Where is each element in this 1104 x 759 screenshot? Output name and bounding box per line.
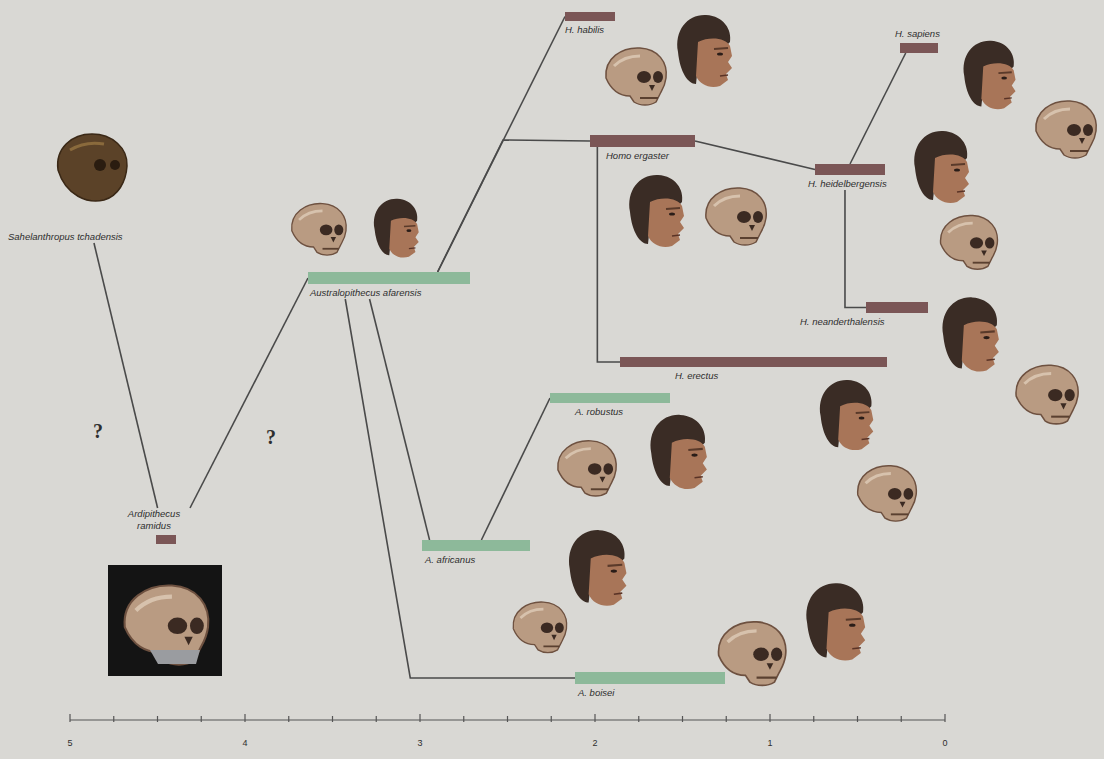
species-bar: Ardipithecus ramidus (118, 508, 190, 544)
time-range-bar (900, 43, 938, 53)
time-range-bar (565, 12, 615, 21)
axis-number: 1 (767, 738, 772, 748)
axis-number: 0 (942, 738, 947, 748)
species-name: A. robustus (575, 406, 670, 418)
species-bar: A. boisei (575, 672, 725, 699)
skulls-and-heads (292, 15, 1097, 685)
time-range-bar (308, 272, 470, 284)
species-bar: H. neanderthalensis (800, 302, 928, 328)
sahelanthropus-skull (58, 134, 127, 201)
axis-number: 5 (67, 738, 72, 748)
axis-number: 2 (592, 738, 597, 748)
species-bar: Sahelanthropus tchadensis (8, 231, 123, 243)
time-axis (70, 714, 945, 722)
species-bar: H. sapiens (895, 28, 940, 53)
species-bar: H. habilis (565, 12, 615, 36)
lineage-line (481, 398, 550, 540)
lineage-line (370, 299, 430, 540)
lineage-line (597, 147, 620, 362)
species-name: Ardipithecus ramidus (118, 508, 190, 532)
time-range-bar (156, 535, 176, 544)
species-name: A. boisei (578, 687, 725, 699)
time-range-bar (590, 135, 695, 147)
time-range-bar (550, 393, 670, 403)
lineage-line (695, 141, 815, 170)
lineage-line (345, 299, 575, 678)
species-bar: Australopithecus afarensis (308, 272, 470, 299)
lineage-line (438, 140, 590, 272)
lineage-line (845, 190, 866, 308)
time-range-bar (620, 357, 887, 367)
species-name: H. erectus (675, 370, 887, 382)
species-bar: A. africanus (422, 540, 530, 566)
question-mark: ? (93, 420, 103, 443)
species-name: Sahelanthropus tchadensis (8, 231, 123, 243)
species-name: A. africanus (425, 554, 530, 566)
axis-number: 3 (417, 738, 422, 748)
time-range-bar (866, 302, 928, 313)
species-name: H. neanderthalensis (800, 316, 928, 328)
time-range-bar (575, 672, 725, 684)
time-range-bar (422, 540, 530, 551)
species-name: Australopithecus afarensis (310, 287, 470, 299)
species-bar: H. erectus (620, 357, 887, 382)
ardipithecus-photo (108, 565, 222, 676)
species-bar: Homo ergaster (590, 135, 695, 162)
lineage-line (94, 243, 158, 508)
time-range-bar (815, 164, 885, 175)
species-name: Homo ergaster (606, 150, 695, 162)
lineage-line (850, 53, 906, 164)
species-name: H. habilis (565, 24, 615, 36)
species-name: H. sapiens (895, 28, 940, 40)
axis-number: 4 (242, 738, 247, 748)
species-bar: A. robustus (550, 393, 670, 418)
species-bar: H. heidelbergensis (808, 164, 887, 190)
question-mark: ? (266, 426, 276, 449)
lineage-line (190, 278, 308, 508)
species-name: H. heidelbergensis (808, 178, 887, 190)
